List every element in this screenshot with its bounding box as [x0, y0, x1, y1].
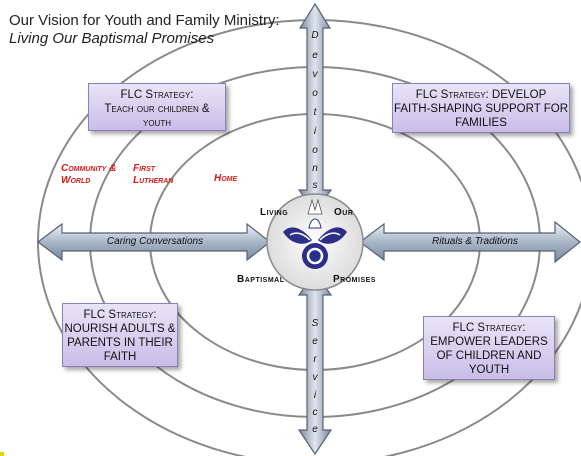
strategy-body: EMPOWER LEADERS OF CHILDREN AND YOUTH: [430, 336, 548, 376]
service-letter: v: [312, 372, 318, 383]
dove-icon: [283, 198, 347, 269]
center-word-baptismal: Baptismal: [237, 274, 285, 285]
strategy-body: Teach our children & youth: [104, 103, 210, 129]
page-subtitle: Living Our Baptismal Promises: [9, 30, 215, 47]
service-letter: S: [311, 318, 319, 329]
devotions-letter: s: [312, 180, 318, 191]
strategy-heading: FLC Strategy: DEVELOP: [415, 89, 547, 101]
arrow-label-rituals: Rituals & Traditions: [432, 236, 518, 247]
right-arrow: [359, 220, 581, 264]
devotions-letter: t: [313, 107, 317, 118]
devotions-letter: e: [312, 50, 318, 61]
devotions-letter: D: [311, 30, 319, 41]
center-word-our: Our: [334, 207, 354, 218]
service-letter: c: [312, 407, 318, 418]
page-title: Our Vision for Youth and Family Ministry…: [9, 12, 280, 29]
zone-label-first-lutheran: First Lutheran: [133, 163, 174, 186]
strategy-heading: FLC Strategy:: [83, 309, 157, 321]
zone-label-community: Community & World: [61, 163, 117, 186]
strategy-box-nourish: FLC Strategy: NOURISH ADULTS & PARENTS I…: [62, 303, 178, 367]
center-word-living: Living: [260, 207, 289, 218]
strategy-box-teach: FLC Strategy: Teach our children & youth: [88, 83, 226, 131]
strategy-heading: FLC Strategy:: [120, 89, 194, 101]
corner-mark: [0, 452, 4, 456]
devotions-letter: n: [312, 163, 318, 174]
devotions-letter: o: [312, 88, 318, 99]
strategy-heading: FLC Strategy:: [452, 322, 526, 334]
devotions-letter: o: [312, 145, 318, 156]
strategy-box-develop: FLC Strategy: DEVELOP FAITH-SHAPING SUPP…: [392, 83, 570, 133]
strategy-body: FAITH-SHAPING SUPPORT FOR FAMILIES: [393, 103, 569, 129]
center-circle: [266, 193, 364, 291]
center-word-promises: Promises: [333, 274, 376, 285]
devotions-letter: i: [313, 126, 317, 137]
devotions-letter: v: [312, 69, 318, 80]
zone-label-home: Home: [214, 173, 238, 184]
service-letter: r: [313, 354, 317, 365]
service-letter: e: [312, 424, 318, 435]
strategy-body: NOURISH ADULTS & PARENTS IN THEIR FAITH: [64, 323, 176, 363]
arrow-label-caring: Caring Conversations: [106, 236, 204, 247]
vertical-arrow-lower: [297, 270, 333, 456]
strategy-box-empower: FLC Strategy: EMPOWER LEADERS OF CHILDRE…: [423, 316, 555, 380]
service-letter: e: [312, 336, 318, 347]
service-letter: i: [313, 390, 317, 401]
